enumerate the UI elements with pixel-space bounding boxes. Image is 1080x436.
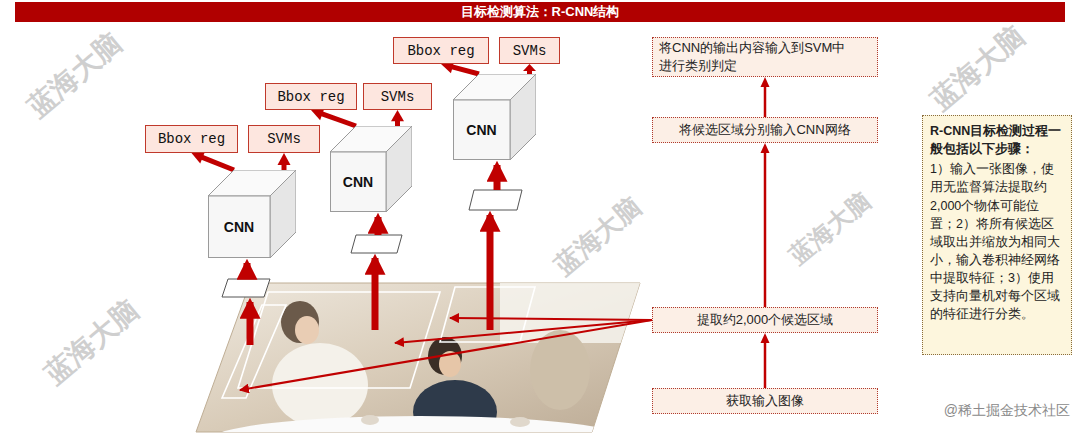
output-box: SVMs xyxy=(499,37,560,64)
connector-line xyxy=(764,85,767,117)
connector-line xyxy=(200,157,234,170)
connector-line xyxy=(320,113,356,126)
process-box: 将CNN的输出内容输入到SVM中 进行类别判定 xyxy=(652,37,878,77)
node-label: Bbox reg xyxy=(158,131,225,147)
connector-arrow xyxy=(523,64,536,74)
node-label: Bbox reg xyxy=(277,89,344,105)
title-band: 目标检测算法：R-CNN结构 xyxy=(15,2,1065,22)
cube-outline xyxy=(208,170,296,258)
cube-outline xyxy=(330,126,412,212)
connector-line xyxy=(764,341,767,388)
person-body xyxy=(272,343,368,427)
leader-arrow xyxy=(240,320,652,390)
connector-arrow xyxy=(761,77,770,117)
person-face xyxy=(295,316,319,344)
node-label: 获取输入图像 xyxy=(726,392,804,410)
cube-side xyxy=(270,170,296,258)
cup xyxy=(510,417,530,427)
arrow-head xyxy=(278,153,291,165)
node-label: Bbox reg xyxy=(407,43,474,59)
person-hair xyxy=(281,301,319,343)
node-label: 将CNN的输出内容输入到SVM中 进行类别判定 xyxy=(659,39,871,74)
cup xyxy=(361,415,379,425)
warped-region xyxy=(351,235,402,253)
warped-region xyxy=(469,190,522,210)
process-box: 获取输入图像 xyxy=(652,388,878,414)
watermark: 蓝海大脑 xyxy=(547,189,649,283)
arrow-head xyxy=(761,333,770,343)
block-arrow xyxy=(244,263,251,278)
watermark: 蓝海大脑 xyxy=(783,185,877,271)
block-arrow xyxy=(247,302,254,345)
cube-side xyxy=(386,126,412,212)
node-label: CNN xyxy=(330,152,386,212)
source-credit: @稀土掘金技术社区 xyxy=(944,402,1070,420)
warped-region xyxy=(222,279,270,297)
cnn-cube: CNN xyxy=(330,126,412,212)
cube-front xyxy=(331,152,387,212)
cube-side xyxy=(510,74,536,160)
person-blur xyxy=(530,330,590,410)
arrow-head xyxy=(391,110,404,121)
connector-arrow xyxy=(391,110,404,126)
process-box: 提取约2,000个候选区域 xyxy=(652,307,878,333)
note-heading: R-CNN目标检测过程一般包括以下步骤： xyxy=(930,122,1064,158)
node-label: SVMs xyxy=(267,131,301,147)
cube-front xyxy=(209,196,271,258)
output-box: Bbox reg xyxy=(145,125,238,153)
output-box: Bbox reg xyxy=(265,83,357,110)
block-arrow xyxy=(494,165,501,190)
node-label: 提取约2,000个候选区域 xyxy=(697,311,834,329)
node-label: SVMs xyxy=(381,89,415,105)
node-label: CNN xyxy=(208,196,270,258)
cube-front xyxy=(454,100,511,160)
output-box: Bbox reg xyxy=(393,37,489,64)
connector-arrow xyxy=(311,108,356,126)
block-arrow xyxy=(487,215,494,330)
cnn-cube: CNN xyxy=(453,74,536,160)
watermark: 蓝海大脑 xyxy=(37,291,147,392)
connector-arrow xyxy=(278,153,291,170)
watermark: 蓝海大脑 xyxy=(20,24,130,125)
cnn-cube: CNN xyxy=(208,170,296,258)
node-label: 将候选区域分别输入CNN网络 xyxy=(679,121,850,139)
connector-arrow xyxy=(192,151,235,170)
output-box: SVMs xyxy=(363,83,432,110)
output-box: SVMs xyxy=(248,125,320,153)
connector-arrow xyxy=(761,143,770,307)
node-label: SVMs xyxy=(513,43,547,59)
cube-outline xyxy=(453,74,536,160)
leader-arrow xyxy=(450,318,652,320)
note-box: R-CNN目标检测过程一般包括以下步骤：1）输入一张图像，使用无监督算法提取约2… xyxy=(922,115,1072,355)
connector-line xyxy=(450,66,479,74)
connector-line xyxy=(764,151,767,307)
process-box: 将候选区域分别输入CNN网络 xyxy=(652,117,878,143)
arrow-head xyxy=(761,143,770,153)
table xyxy=(210,416,630,436)
arrow-head xyxy=(523,64,536,71)
connector-arrow xyxy=(761,333,770,388)
arrow-head xyxy=(192,151,206,163)
node-label: 1）输入一张图像，使用无监督算法提取约2,000个物体可能位置；2）将所有候选区… xyxy=(930,160,1064,323)
block-arrow xyxy=(375,217,382,235)
node-label: CNN xyxy=(453,100,510,160)
arrow-head xyxy=(761,77,770,87)
watermark: 蓝海大脑 xyxy=(923,17,1033,118)
block-arrow xyxy=(372,258,379,330)
leader-arrow xyxy=(395,320,652,343)
